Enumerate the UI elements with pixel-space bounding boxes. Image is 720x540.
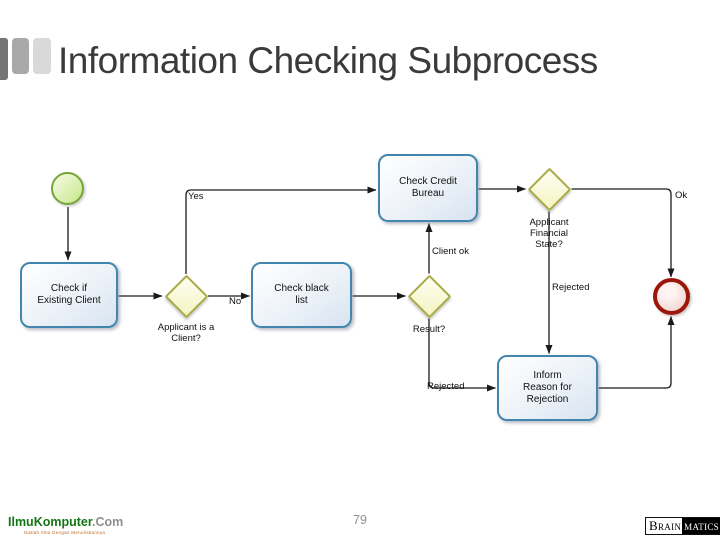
flow-label-rejected-result: Rejected (427, 381, 465, 392)
brainmatics-logo-left: Brain (646, 518, 683, 534)
ilmukomputer-logo: IlmuKomputer.Com Ikatlah Ilmu Dengan Men… (8, 514, 123, 536)
task-check-black-list: Check black list (251, 262, 352, 328)
gateway-label-applicant-is-client: Applicant is a Client? (157, 322, 215, 345)
ilmukomputer-brand: IlmuKomputer (8, 515, 93, 529)
flow-inform-to-end (598, 316, 675, 389)
brainmatics-logo-right: matics (682, 518, 720, 534)
flow-label-yes: Yes (188, 190, 204, 202)
task-check-existing-client: Check if Existing Client (20, 262, 118, 328)
page-title: Information Checking Subprocess (58, 40, 598, 81)
flow-label-ok: Ok (675, 190, 688, 201)
task-check-credit-bureau: Check Credit Bureau (378, 154, 478, 222)
ilmukomputer-tagline: Ikatlah Ilmu Dengan Menuliskannya (24, 530, 106, 535)
gateway-applicant-is-client (164, 274, 208, 318)
flow-label-no: No (229, 296, 242, 307)
gateway-applicant-financial-state (527, 167, 571, 211)
start-event (51, 172, 84, 205)
gateway-label-financial-state: Applicant Financial State? (529, 217, 569, 251)
slide-page-number: 79 (353, 513, 367, 527)
gateway-result (407, 274, 451, 318)
title-accent-bar-medium (11, 38, 29, 74)
title-accent-bar-light (33, 38, 51, 74)
brainmatics-logo: Brain matics (645, 517, 720, 535)
ilmukomputer-suffix: .Com (92, 515, 124, 529)
task-inform-reason-rejection: Inform Reason for Rejection (497, 355, 598, 421)
gateway-label-result: Result? (412, 324, 446, 335)
flow-label-rejected-financial: Rejected (552, 282, 590, 293)
flow-label-client-ok: Client ok (432, 246, 469, 257)
title-accent-bar-dark (0, 38, 8, 80)
end-event (652, 277, 690, 315)
